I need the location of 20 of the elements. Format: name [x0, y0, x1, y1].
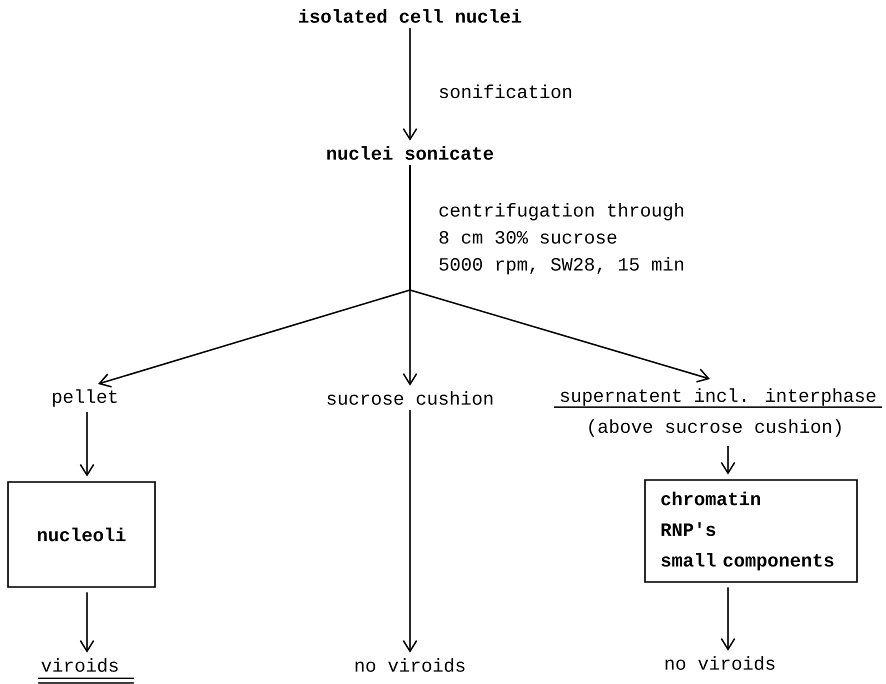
- result-label: no viroids: [666, 656, 774, 670]
- result-box: chromatin RNP's small components: [644, 479, 858, 583]
- result-box: nucleoli: [7, 481, 156, 588]
- fraction-label: pellet: [53, 389, 117, 407]
- step-label: nuclei sonicate: [327, 146, 494, 160]
- arrow: [720, 587, 736, 651]
- arrow: [409, 165, 710, 383]
- fraction-label: sucrose cushion: [328, 391, 492, 405]
- start-label: isolated cell nuclei: [299, 9, 522, 23]
- result-label: no viroids: [356, 658, 464, 672]
- arrow: [402, 410, 418, 653]
- note-text: (above sucrose cushion): [589, 419, 841, 437]
- result-label: viroids: [41, 658, 118, 672]
- fraction-label: supernatent incl. interphase: [560, 388, 876, 406]
- arrow: [80, 592, 94, 653]
- arrow: [80, 412, 94, 477]
- edge-label: sonification: [437, 83, 574, 100]
- arrow: [402, 28, 418, 141]
- edge-label: centrifugation through 8 cm 30% sucrose 5000 rpm, SW28, 15 min: [437, 202, 693, 276]
- arrow: [720, 446, 736, 475]
